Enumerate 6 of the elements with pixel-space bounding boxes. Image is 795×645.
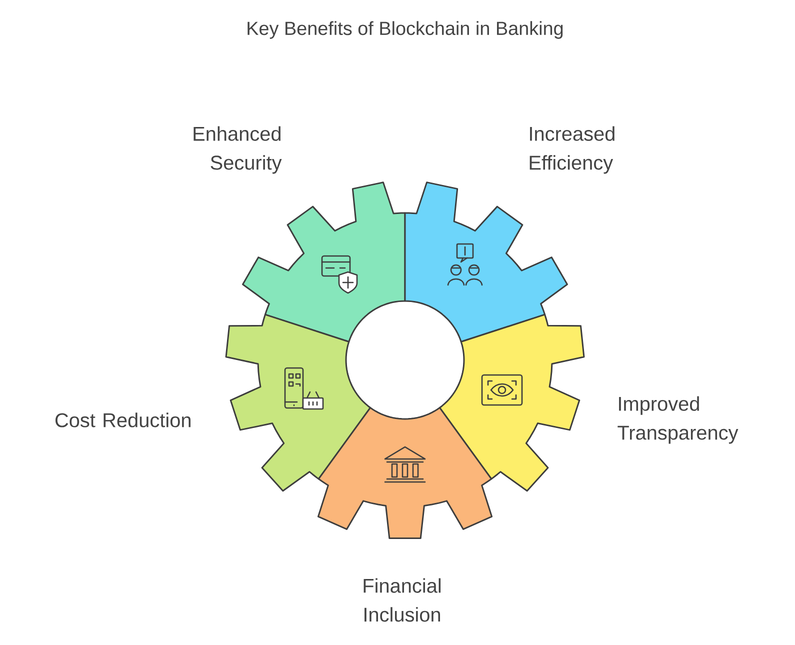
segment-label: Financial Inclusion: [364, 578, 441, 622]
segment-label: Improved Transparency: [618, 396, 738, 444]
segment-label: Cost Reduction: [56, 412, 190, 428]
title: Key Benefits of Blockchain in Banking: [248, 21, 563, 39]
segment-label: Enhanced Security: [194, 126, 282, 174]
segment-label: Increased Efficiency: [530, 126, 614, 174]
